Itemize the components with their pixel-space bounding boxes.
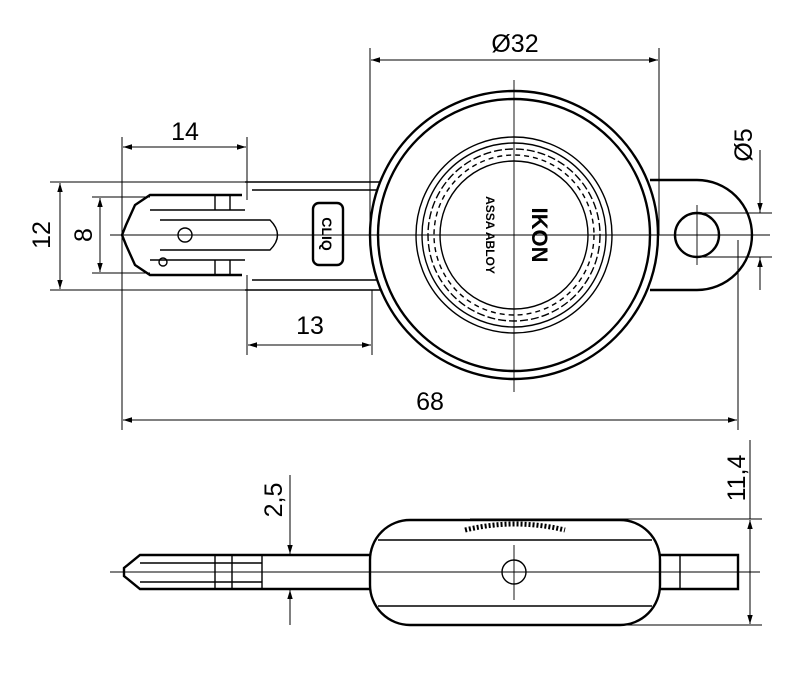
dim-blade-length-label: 14 [171,118,199,146]
side-view [110,518,760,627]
cliq-logo-frame [311,201,345,267]
dim-overall-length-label: 68 [416,388,444,416]
cliq-logo-text: CLIQ [319,217,335,251]
dim-shank-length-label: 13 [296,312,324,340]
dim-width-outer-label: 12 [28,221,56,249]
dim-head-thickness-label: 11,4 [723,455,751,502]
dim-head-diameter-label: Ø32 [491,30,538,58]
blade-dot [158,257,168,267]
dim-blade-thickness-label: 2,5 [260,483,288,518]
center-lines [110,80,770,392]
top-dimensions: Ø32 14 13 68 12 8 Ø5 [28,30,772,430]
side-dimensions: 2,5 11,4 [260,440,762,626]
dim-width-inner-label: 8 [70,228,98,242]
key-shank [245,181,385,291]
side-head [368,518,662,627]
top-view: CLIQ IKON ASSA ABLOY [110,80,770,392]
dim-hole-diameter-label: Ø5 [730,128,758,161]
